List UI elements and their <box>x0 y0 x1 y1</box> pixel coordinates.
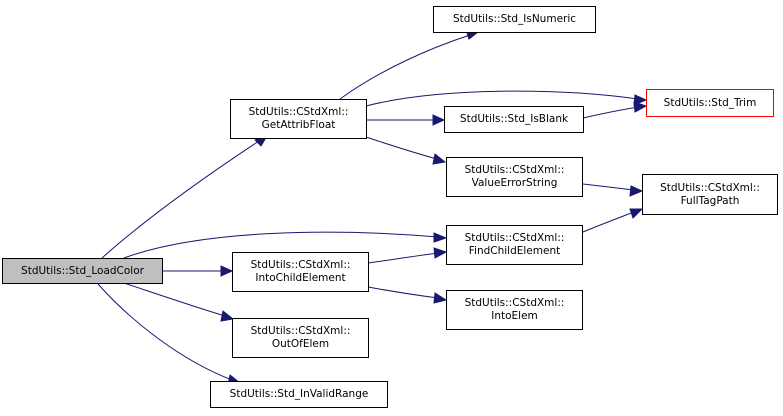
edge-intochildelement-to-findchildelement <box>367 252 439 264</box>
node-valueerrorstring[interactable]: StdUtils::CStdXml:: ValueErrorString <box>446 157 583 197</box>
node-std-loadcolor: StdUtils::Std_LoadColor <box>2 258 163 284</box>
edge-getattribfloat-to-trim <box>365 90 639 107</box>
edge-arrowhead <box>633 101 648 113</box>
node-outofelem[interactable]: StdUtils::CStdXml:: OutOfElem <box>232 318 369 358</box>
node-label-line2: FullTagPath <box>680 194 740 207</box>
edge-getattribfloat-to-valueerrorstring <box>365 136 438 160</box>
edge-valueerrorstring-to-fulltagpath <box>582 183 635 191</box>
node-label-line1: StdUtils::CStdXml:: <box>660 181 760 194</box>
edge-loadcolor-to-invalidrange <box>97 283 233 381</box>
node-findchildelement[interactable]: StdUtils::CStdXml:: FindChildElement <box>446 225 583 265</box>
node-label-line1: StdUtils::CStdXml:: <box>464 164 565 176</box>
node-label: StdUtils::Std_InValidRange <box>229 388 369 400</box>
edge-getattribfloat-to-isnumeric <box>339 34 471 100</box>
edge-findchildelement-to-fulltagpath <box>582 211 635 233</box>
node-intochildelement[interactable]: StdUtils::CStdXml:: IntoChildElement <box>232 252 369 292</box>
edge-arrowhead <box>433 292 448 304</box>
node-std-invalidrange[interactable]: StdUtils::Std_InValidRange <box>210 381 388 408</box>
edge-isblank-to-trim <box>582 106 639 119</box>
node-label-line1: StdUtils::CStdXml:: <box>248 106 349 118</box>
edge-arrowhead <box>220 265 234 277</box>
node-label: StdUtils::Std_IsBlank <box>459 113 569 125</box>
edge-loadcolor-to-findchildelement <box>123 231 439 259</box>
node-fulltagpath[interactable]: StdUtils::CStdXml:: FullTagPath <box>642 174 778 215</box>
node-label-line2: IntoElem <box>491 310 538 322</box>
edge-loadcolor-to-getattribfloat <box>101 138 263 259</box>
node-std-isblank[interactable]: StdUtils::Std_IsBlank <box>444 106 584 133</box>
node-std-trim[interactable]: StdUtils::Std_Trim <box>646 89 774 117</box>
node-label: StdUtils::Std_IsNumeric <box>452 13 577 25</box>
node-label-line1: StdUtils::CStdXml:: <box>464 232 565 244</box>
edge-loadcolor-to-outofelem <box>123 282 226 317</box>
edge-arrowhead <box>629 208 644 219</box>
node-label-line2: ValueErrorString <box>471 177 558 189</box>
node-label-line1: StdUtils::CStdXml:: <box>464 297 565 309</box>
node-label-line1: StdUtils::CStdXml:: <box>250 259 351 271</box>
edge-arrowhead <box>629 185 644 197</box>
node-label-line1: StdUtils::CStdXml:: <box>250 325 351 337</box>
node-label-line2: IntoChildElement <box>255 272 346 284</box>
node-label-line2: FindChildElement <box>468 245 561 257</box>
node-label-line2: OutOfElem <box>271 338 330 350</box>
edge-intochildelement-to-intoelem <box>367 286 439 299</box>
edge-arrowhead <box>433 247 448 259</box>
node-label-line2: GetAttribFloat <box>261 119 336 131</box>
edge-arrowhead <box>432 114 446 126</box>
edge-arrowhead <box>433 232 448 243</box>
node-label: StdUtils::Std_Trim <box>663 96 757 109</box>
node-std-isnumeric[interactable]: StdUtils::Std_IsNumeric <box>433 6 596 33</box>
node-intoelem[interactable]: StdUtils::CStdXml:: IntoElem <box>446 290 583 330</box>
node-getattribfloat[interactable]: StdUtils::CStdXml:: GetAttribFloat <box>230 99 367 139</box>
node-label: StdUtils::Std_LoadColor <box>21 264 144 277</box>
edge-arrowhead <box>220 310 235 322</box>
edge-arrowhead <box>432 153 447 165</box>
